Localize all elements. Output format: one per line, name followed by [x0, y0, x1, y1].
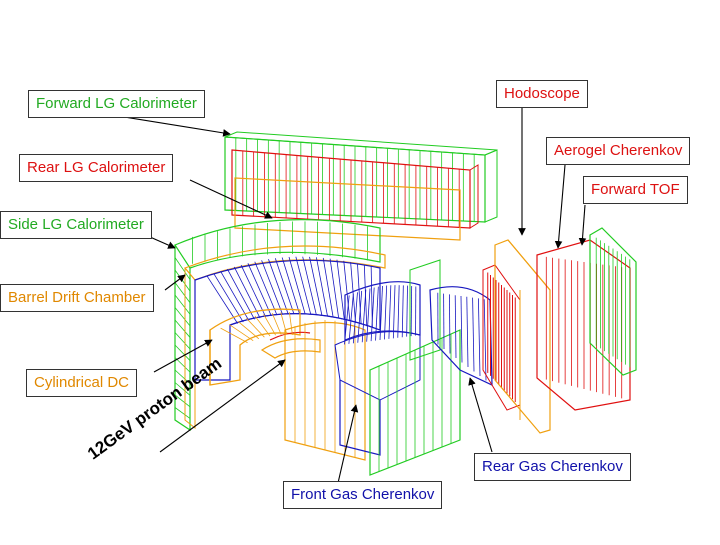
cylindrical-dc-shape [210, 309, 320, 385]
barrel-chamber-blue [195, 257, 380, 380]
label-hodoscope: Hodoscope [496, 80, 588, 108]
leader-lines [118, 107, 585, 483]
front-green-slabs [370, 260, 460, 475]
label-forward-tof: Forward TOF [583, 176, 688, 204]
label-front-gas-cherenkov: Front Gas Cherenkov [283, 481, 442, 509]
label-rear-lg-calorimeter: Rear LG Calorimeter [19, 154, 173, 182]
label-side-lg-calorimeter: Side LG Calorimeter [0, 211, 152, 239]
label-aerogel-cherenkov: Aerogel Cherenkov [546, 137, 690, 165]
label-forward-lg-calorimeter: Forward LG Calorimeter [28, 90, 205, 118]
front-gas-cherenkov-shape [335, 282, 420, 455]
forward-lg-calorimeter-shape [225, 132, 497, 222]
outer-frame-shape [235, 178, 460, 240]
label-cylindrical-dc: Cylindrical DC [26, 369, 137, 397]
front-inner-orange [285, 320, 365, 460]
label-rear-gas-cherenkov: Rear Gas Cherenkov [474, 453, 631, 481]
aerogel-cherenkov-shape [537, 240, 630, 410]
label-barrel-drift-chamber: Barrel Drift Chamber [0, 284, 154, 312]
